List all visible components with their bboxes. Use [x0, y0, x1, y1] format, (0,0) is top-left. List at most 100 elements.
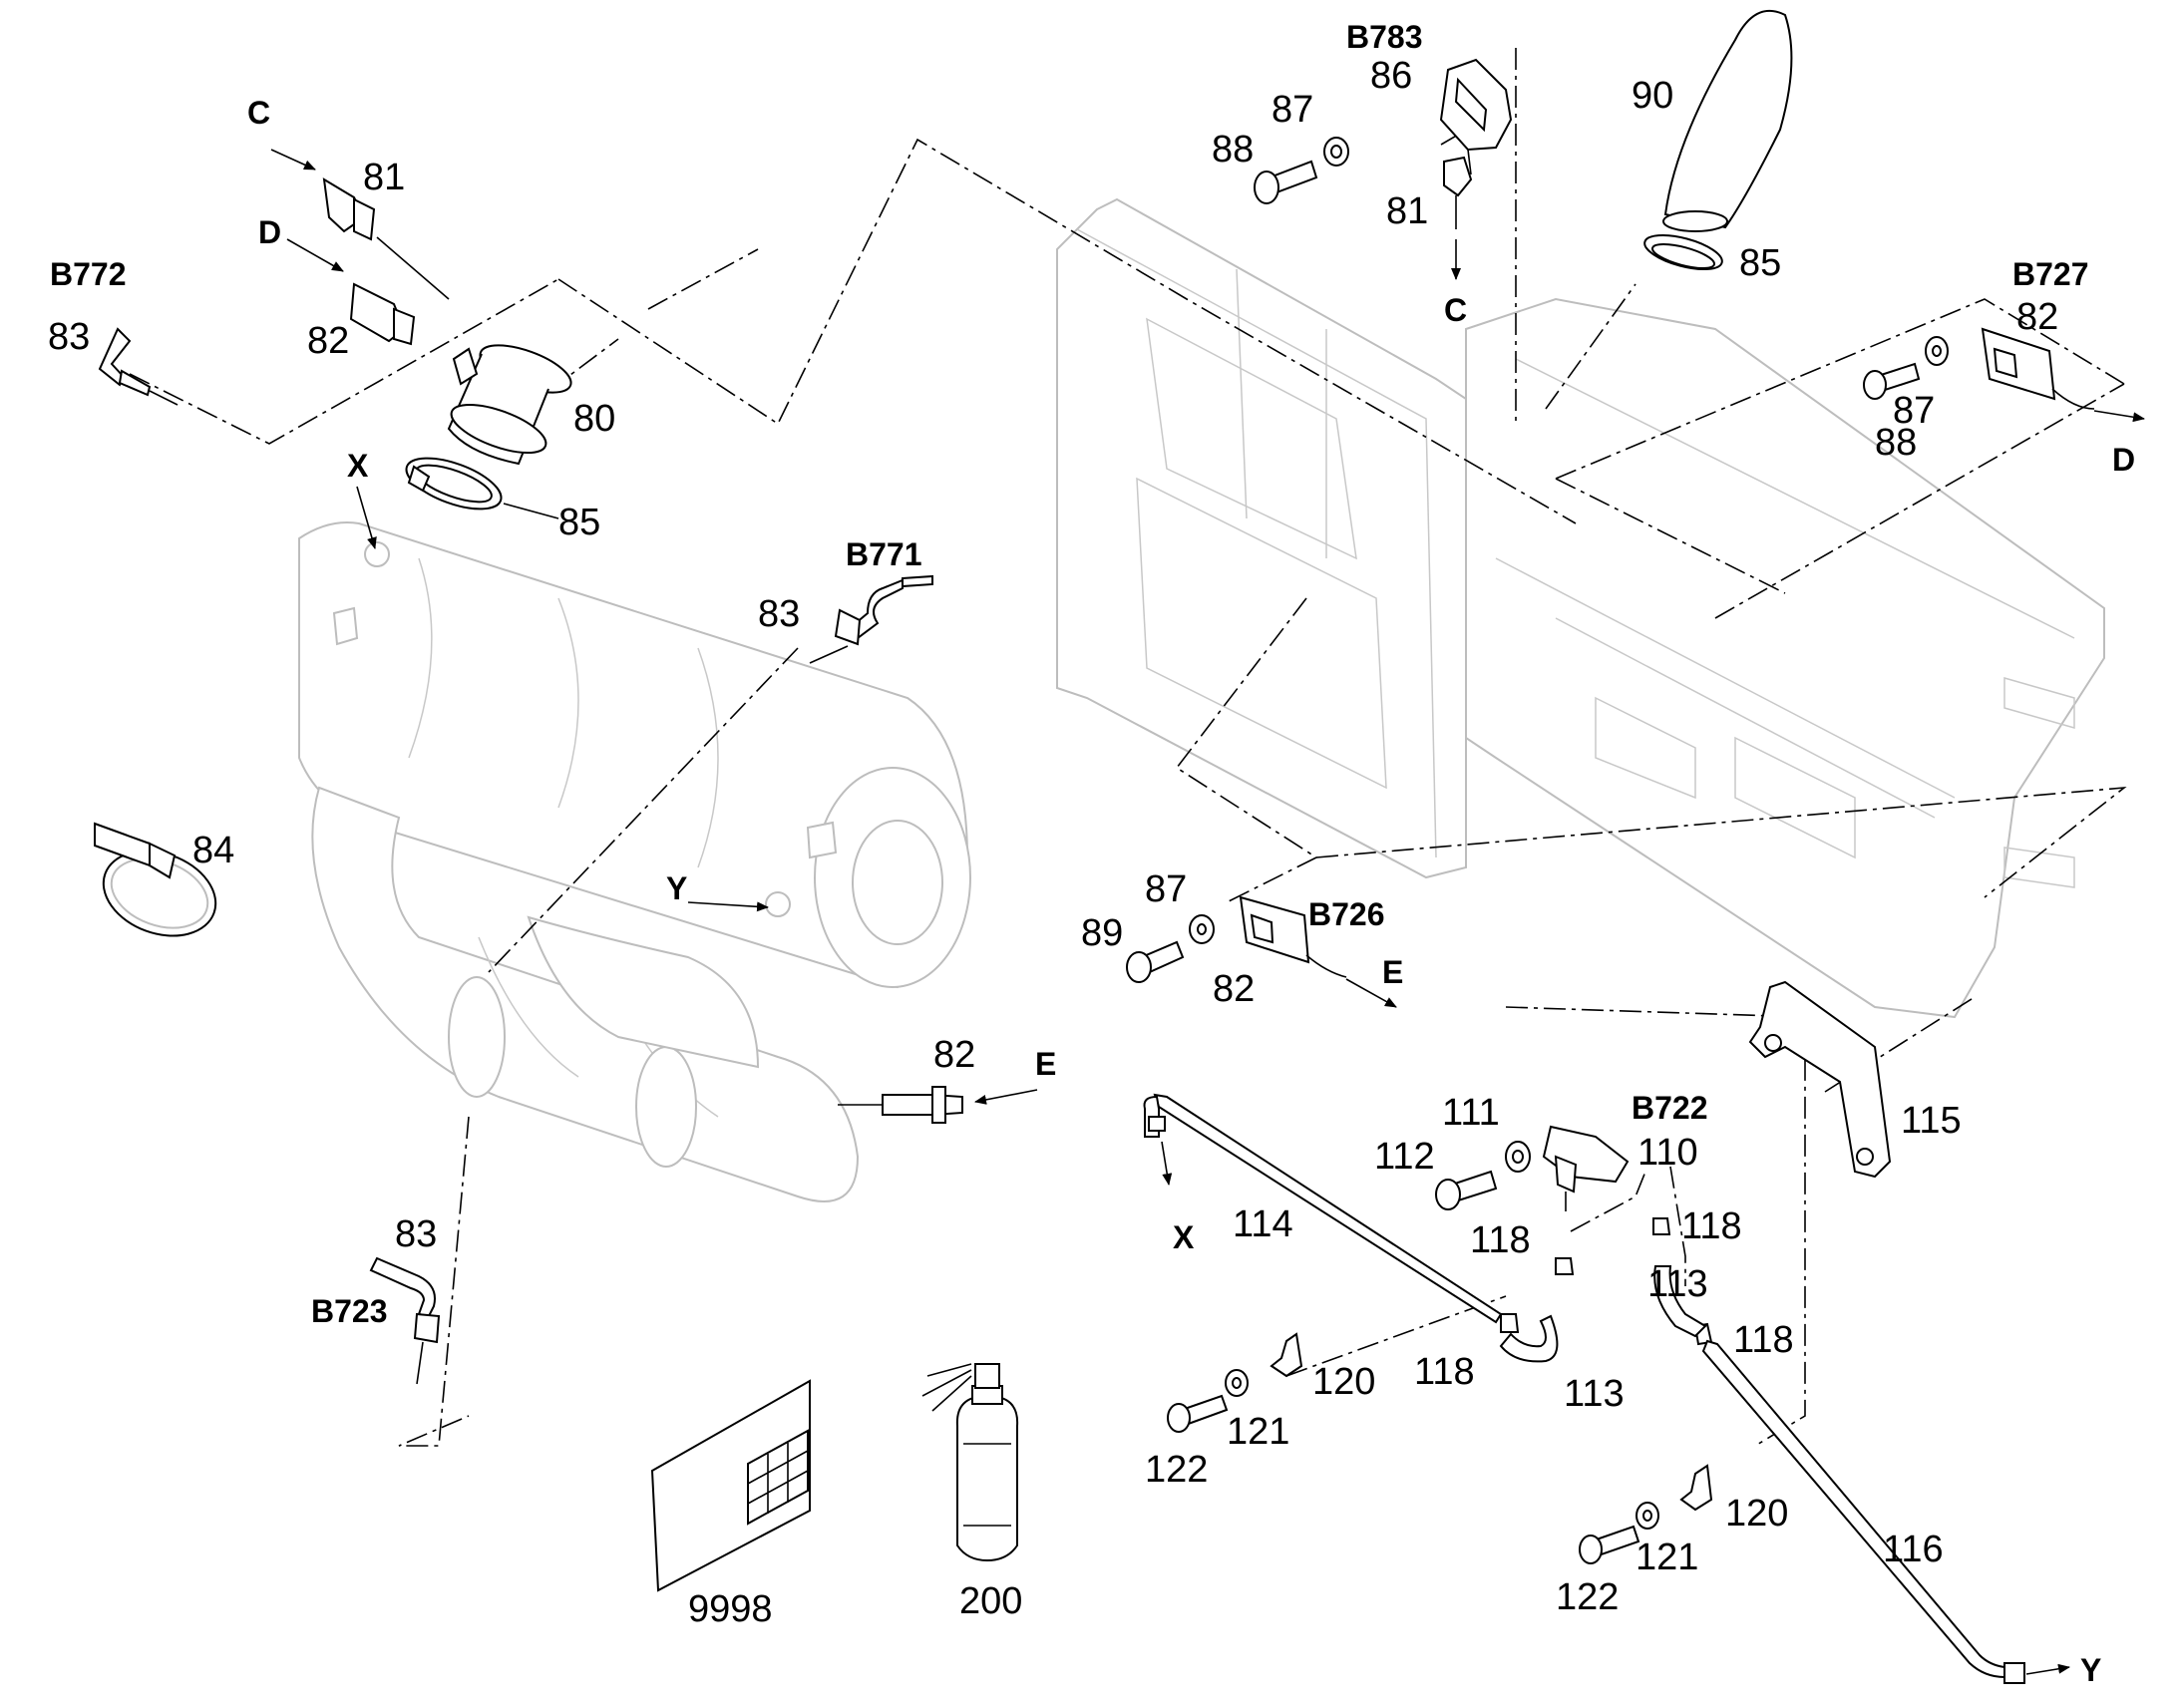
callout-label: B727: [2012, 256, 2089, 292]
callout-label: 88: [1875, 422, 1917, 464]
pipe-114: [1143, 1093, 1503, 1324]
sensor-b727: [1981, 327, 2145, 423]
aftertreatment-unit: [298, 521, 971, 1202]
callout-label: B783: [1346, 19, 1423, 55]
callout-label: D: [2112, 442, 2135, 478]
fitting-118-b: [1652, 1217, 1671, 1235]
callout-label: X: [347, 448, 369, 484]
callout-label: 84: [192, 830, 234, 871]
callout-label: X: [1173, 1219, 1195, 1255]
callout-label: B723: [311, 1293, 388, 1329]
fitting-118-a: [1555, 1257, 1575, 1275]
sensor-82-lower: [838, 1086, 1038, 1124]
callout-label: 115: [1901, 1100, 1962, 1142]
washer-121-right: [1635, 1502, 1659, 1530]
callout-label: 83: [48, 316, 90, 358]
plug-81-top: [1443, 156, 1473, 280]
callout-label: 89: [1081, 912, 1123, 954]
callout-label: 118: [1470, 1219, 1531, 1261]
callout-label: 114: [1233, 1203, 1293, 1245]
callout-label: 118: [1414, 1351, 1475, 1393]
callout-label: 200: [959, 1580, 1022, 1622]
callout-label: 83: [758, 593, 800, 635]
callout-label: 120: [1725, 1493, 1788, 1535]
callout-label: B726: [1308, 896, 1385, 932]
callout-label: 118: [1733, 1319, 1794, 1361]
temp-sensor-b771: [809, 574, 933, 664]
washer-87-top: [1323, 137, 1349, 167]
bolt-112: [1435, 1170, 1498, 1210]
document-9998: [650, 1379, 811, 1592]
cable-tie-84: [94, 822, 217, 937]
callout-label: 85: [558, 502, 600, 543]
bolt-122-left: [1167, 1394, 1229, 1433]
clip-120-left: [1270, 1332, 1303, 1378]
callout-label: 113: [1564, 1373, 1625, 1415]
clamp-85-top: [1643, 233, 1723, 271]
washer-111: [1505, 1141, 1531, 1173]
sensor-b726: [1239, 895, 1397, 1008]
callout-label: 116: [1883, 1529, 1944, 1570]
callout-label: 86: [1370, 55, 1412, 97]
washer-121-left: [1225, 1369, 1249, 1397]
callout-label: 82: [2016, 296, 2058, 338]
bolt-122-right: [1579, 1525, 1640, 1564]
arrow-y-left: [687, 901, 769, 912]
callout-label: 87: [1893, 390, 1935, 432]
callout-label: 122: [1145, 1449, 1208, 1491]
callout-label: 85: [1739, 242, 1781, 284]
pipe-80: [447, 344, 572, 466]
callout-label: 81: [363, 157, 405, 198]
hose-113-right: [1653, 1265, 1707, 1338]
callout-label: Y: [2080, 1652, 2101, 1688]
module-b783: [1439, 58, 1513, 175]
bolt-89: [1126, 940, 1185, 983]
callout-label: 82: [307, 320, 349, 362]
sensor-81-left: [270, 149, 450, 300]
frame-assembly: [1056, 197, 2105, 1019]
callout-label: 82: [1213, 968, 1255, 1010]
callout-label: 87: [1272, 89, 1313, 131]
callout-label: D: [258, 214, 281, 250]
exhaust-stack-90: [1662, 10, 1793, 232]
callout-label: 120: [1312, 1361, 1375, 1403]
callout-label: C: [1444, 292, 1467, 328]
callout-label: 121: [1227, 1411, 1289, 1453]
callout-label: 87: [1145, 868, 1187, 910]
callout-label: 80: [573, 398, 615, 440]
washer-87-mid: [1189, 914, 1215, 944]
pressure-sensor-b722: [1542, 1125, 1630, 1211]
fitting-118-c: [1500, 1313, 1520, 1333]
temp-sensor-b772: [98, 327, 179, 406]
clip-120-right: [1679, 1464, 1713, 1512]
callout-label: B722: [1632, 1090, 1708, 1126]
callout-label: 82: [933, 1034, 975, 1076]
callout-label: C: [247, 95, 270, 131]
callout-label: 111: [1442, 1092, 1500, 1134]
hose-113-left: [1499, 1314, 1559, 1363]
callout-label: 112: [1374, 1136, 1435, 1178]
clamp-85-left: [405, 457, 559, 519]
bolt-88-top: [1254, 160, 1318, 204]
spray-bottle-200: [921, 1363, 1019, 1562]
sensor-82-left: [286, 238, 416, 346]
callout-label: E: [1035, 1046, 1056, 1082]
temp-sensor-b723: [369, 1256, 441, 1385]
pipe-116: [1701, 1339, 2070, 1684]
callout-label: 81: [1386, 190, 1428, 232]
callout-label: B772: [50, 256, 127, 292]
bracket-115: [1748, 980, 1892, 1179]
callout-label: 122: [1556, 1576, 1619, 1618]
arrow-x-left: [356, 486, 377, 549]
callout-label: E: [1382, 954, 1403, 990]
callout-label: 121: [1635, 1537, 1698, 1578]
callout-label: 88: [1212, 129, 1254, 171]
bolt-88-right: [1863, 362, 1921, 400]
washer-87-right: [1925, 336, 1949, 366]
callout-label: 83: [395, 1213, 437, 1255]
callout-label: 90: [1632, 75, 1673, 117]
callout-label: 113: [1647, 1263, 1708, 1305]
callout-label: 118: [1681, 1205, 1742, 1247]
